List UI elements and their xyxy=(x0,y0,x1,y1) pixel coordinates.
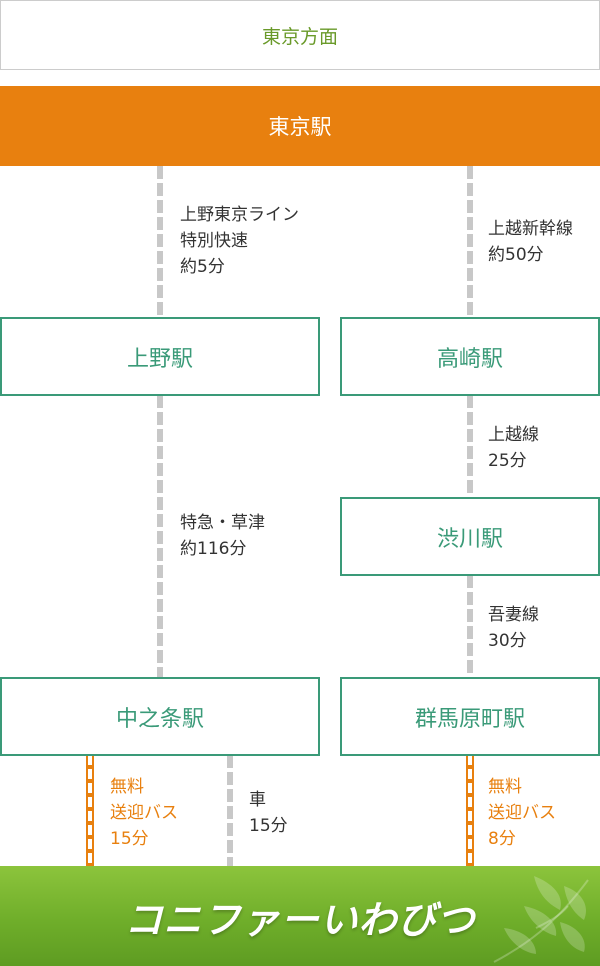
segment-note-tokyo-takasaki: 上越新幹線 約50分 xyxy=(488,216,573,268)
station-takasaki: 高崎駅 xyxy=(340,317,600,396)
segment-duration: 8分 xyxy=(488,829,516,849)
route-line-gunmaharamachi-bus xyxy=(466,755,474,866)
route-line-ueno-nakanojo xyxy=(157,395,163,677)
segment-note-tokyo-ueno: 上野東京ライン 特別快速 約5分 xyxy=(180,202,299,280)
destination-label: コニファーいわびつ xyxy=(124,897,476,942)
station-takasaki-label: 高崎駅 xyxy=(436,346,503,372)
segment-free-label: 無料 xyxy=(110,777,144,797)
segment-line-name: 特急・草津 xyxy=(180,513,265,533)
direction-label: 東京方面 xyxy=(0,0,600,70)
segment-duration: 約50分 xyxy=(488,245,544,265)
segment-duration: 25分 xyxy=(488,451,527,471)
origin-station-bar: 東京駅 xyxy=(0,86,600,166)
station-ueno-label: 上野駅 xyxy=(126,346,193,372)
segment-note-shibukawa-gunmaharamachi: 吾妻線 30分 xyxy=(488,602,539,654)
segment-free-label: 無料 xyxy=(488,777,522,797)
segment-train-type: 特別快速 xyxy=(180,231,248,251)
segment-line-name: 上野東京ライン xyxy=(180,205,299,225)
segment-shuttle-label: 送迎バス xyxy=(488,803,556,823)
station-ueno: 上野駅 xyxy=(0,317,320,396)
segment-line-name: 吾妻線 xyxy=(488,605,539,625)
route-line-nakanojo-car xyxy=(227,755,233,866)
segment-note-nakanojo-bus: 無料 送迎バス 15分 xyxy=(110,774,178,852)
origin-station-label: 東京駅 xyxy=(268,115,332,139)
direction-text: 東京方面 xyxy=(261,25,338,48)
station-gunmaharamachi-label: 群馬原町駅 xyxy=(414,706,525,732)
segment-line-name: 上越線 xyxy=(488,425,539,445)
station-nakanojo: 中之条駅 xyxy=(0,677,320,756)
segment-note-nakanojo-car: 車 15分 xyxy=(249,787,288,839)
route-line-tokyo-ueno xyxy=(157,166,163,317)
segment-note-gunmaharamachi-bus: 無料 送迎バス 8分 xyxy=(488,774,556,852)
segment-note-ueno-nakanojo: 特急・草津 約116分 xyxy=(180,510,265,562)
segment-shuttle-label: 送迎バス xyxy=(110,803,178,823)
route-line-tokyo-takasaki xyxy=(467,166,473,317)
destination-bar: コニファーいわびつ xyxy=(0,866,600,966)
segment-duration: 15分 xyxy=(249,816,288,836)
segment-duration: 30分 xyxy=(488,631,527,651)
route-line-shibukawa-gunmaharamachi xyxy=(467,575,473,677)
station-shibukawa-label: 渋川駅 xyxy=(436,526,503,552)
segment-mode-label: 車 xyxy=(249,790,266,810)
leaf-decoration-icon xyxy=(493,876,589,963)
segment-duration: 15分 xyxy=(110,829,149,849)
segment-note-takasaki-shibukawa: 上越線 25分 xyxy=(488,422,539,474)
station-nakanojo-label: 中之条駅 xyxy=(115,706,204,732)
route-line-takasaki-shibukawa xyxy=(467,395,473,497)
station-shibukawa: 渋川駅 xyxy=(340,497,600,576)
segment-line-name: 上越新幹線 xyxy=(488,219,573,239)
segment-duration: 約116分 xyxy=(180,539,247,559)
segment-duration: 約5分 xyxy=(180,257,225,277)
route-line-nakanojo-bus xyxy=(86,755,94,866)
station-gunmaharamachi: 群馬原町駅 xyxy=(340,677,600,756)
